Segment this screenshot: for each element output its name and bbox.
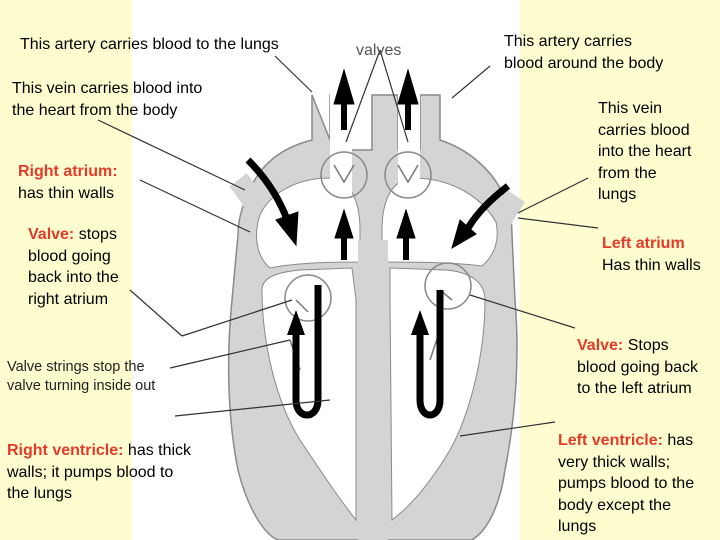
right-ventricle-title: Right ventricle: xyxy=(7,442,124,459)
left-ventricle-flow xyxy=(416,290,444,419)
label-valves: valves xyxy=(356,42,402,59)
label-vena-cava: This vein carries blood into the heart f… xyxy=(12,80,203,119)
label-right-atrium: Right atrium: has thin walls xyxy=(18,161,118,204)
label-pulmonary-artery: This artery carries blood to the lungs xyxy=(20,36,279,53)
septum xyxy=(358,240,388,540)
valve-left-title: Valve: xyxy=(577,337,624,354)
left-ventricle-text: has very thick walls; pumps blood to the… xyxy=(558,432,695,535)
valve-right-text: stops blood going back into the right at… xyxy=(28,226,119,308)
tricuspid-valve xyxy=(284,274,332,322)
label-aorta: This artery carries blood around the bod… xyxy=(504,33,664,72)
right-ventricle-flow xyxy=(292,285,322,419)
valve-left-text: Stops blood going back to the left atriu… xyxy=(577,337,698,397)
pulmonary-valve xyxy=(320,151,368,199)
label-valve-strings: Valve strings stop the valve turning ins… xyxy=(7,359,156,394)
leader-lines xyxy=(97,49,599,437)
valve-flaps xyxy=(295,164,453,313)
right-ventricle-flow-head xyxy=(287,310,305,335)
label-valve-right: Valve: stops blood going back into the r… xyxy=(28,224,119,310)
right-atrium-text: has thin walls xyxy=(18,184,115,202)
blood-flow-arrows xyxy=(245,68,511,260)
label-pulmonary-vein: This vein carries blood into the heart f… xyxy=(598,100,692,203)
label-left-ventricle: Left ventricle: has very thick walls; pu… xyxy=(558,430,694,538)
pulmonary-vein-vessel xyxy=(490,189,526,228)
right-ventricle-chamber xyxy=(261,267,357,522)
valve-right-title: Valve: xyxy=(28,226,75,243)
right-atrium-title: Right atrium: xyxy=(18,163,118,180)
left-atrium-text: Has thin walls xyxy=(602,256,701,274)
label-valve-left: Valve: Stops blood going back to the lef… xyxy=(577,335,698,400)
right-ventricle-text: has thick walls; it pumps blood to the l… xyxy=(7,442,192,502)
aortic-valve xyxy=(384,151,432,199)
left-atrium-title: Left atrium xyxy=(602,235,685,252)
left-ventricle-title: Left ventricle: xyxy=(558,432,663,449)
mitral-valve xyxy=(424,262,472,310)
label-right-ventricle: Right ventricle: has thick walls; it pum… xyxy=(7,440,191,505)
left-ventricle-flow-head xyxy=(411,310,429,335)
